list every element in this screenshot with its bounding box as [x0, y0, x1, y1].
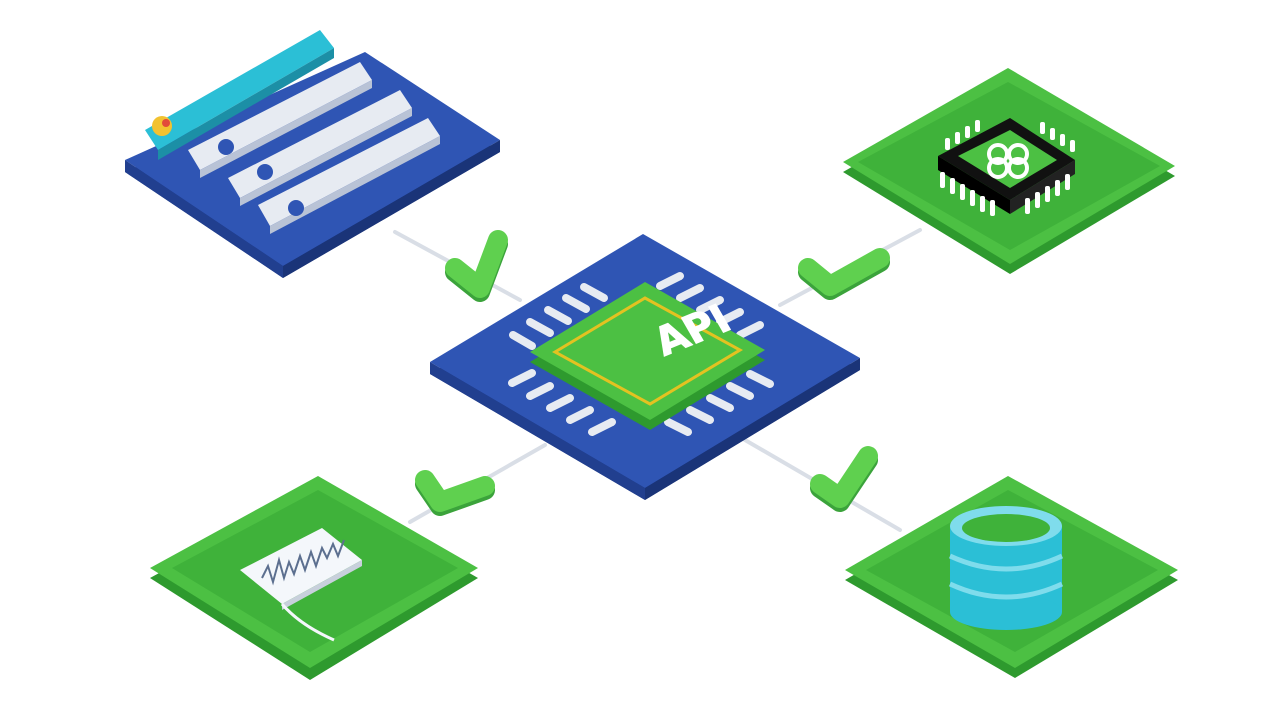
- node-bottom-left: [150, 476, 478, 680]
- node-bottom-right: [845, 476, 1178, 678]
- checkmarks: [415, 230, 890, 516]
- node-top-right: [843, 68, 1175, 274]
- document-list-icon: [145, 30, 440, 234]
- hub-pins: [508, 272, 774, 436]
- chip-icon: [938, 118, 1075, 216]
- checkmark-icon: [445, 230, 508, 302]
- chart-icon: [240, 528, 362, 642]
- checkmark-icon: [798, 248, 890, 300]
- checkmark-icon: [810, 446, 878, 512]
- api-chip-icon: API: [530, 282, 765, 430]
- node-top-left: [125, 30, 500, 278]
- database-icon: [948, 506, 1064, 630]
- hub-api: API: [430, 234, 860, 500]
- checkmark-icon: [415, 470, 495, 516]
